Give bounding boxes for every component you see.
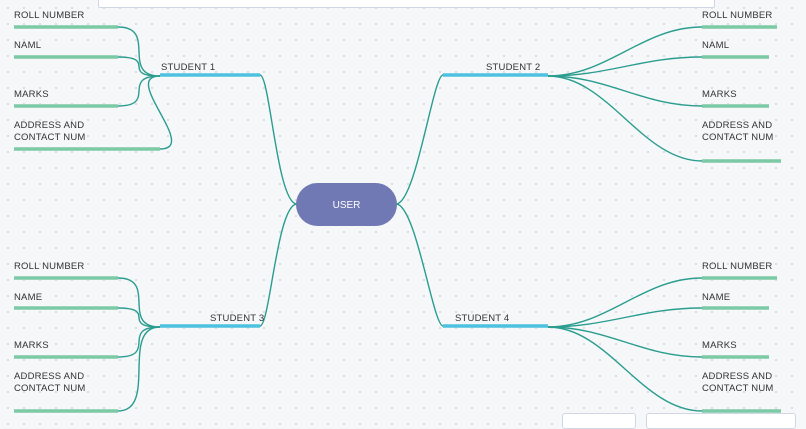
leaf-connector [547, 26, 703, 77]
leaf-connector [547, 75, 703, 107]
leaf-connector [547, 277, 703, 328]
leaf-connector [117, 75, 161, 107]
leaf-connector [547, 326, 703, 412]
leaf-connector [147, 75, 173, 150]
leaf-label[interactable]: NAME [14, 292, 42, 303]
branch-label[interactable]: STUDENT 2 [486, 62, 540, 73]
leaf-label[interactable]: ROLL NUMBER [14, 261, 84, 272]
connectors [117, 26, 703, 412]
leaf-connector [547, 56, 703, 77]
leaf-connector [547, 75, 703, 162]
leaf-label[interactable]: MARKS [702, 340, 737, 351]
root-node-shape[interactable] [296, 183, 397, 226]
leaf-label[interactable]: ROLL NUMBER [14, 10, 84, 21]
leaf-label[interactable]: ROLL NUMBER [702, 261, 772, 272]
view-controls[interactable] [646, 413, 796, 429]
leaf-label[interactable]: ROLL NUMBER [702, 10, 772, 21]
branch-label[interactable]: STUDENT 4 [455, 313, 509, 324]
leaf-label[interactable]: MARKS [14, 89, 49, 100]
branch-connector [259, 203, 298, 327]
branch-label[interactable]: STUDENT 1 [161, 62, 215, 73]
leaf-label[interactable]: NAML [14, 40, 41, 51]
leaf-connector [117, 56, 161, 77]
leaf-connector [547, 326, 703, 358]
top-toolbar [98, 0, 715, 8]
branch-label[interactable]: STUDENT 3 [210, 313, 264, 324]
leaf-connector [117, 26, 161, 77]
root-node-label: USER [333, 200, 361, 211]
mind-map: STUDENT 1 ROLL NUMBER NAML MARKS ADDRESS AND… [14, 10, 781, 413]
leaf-connector [117, 307, 161, 328]
branch-connector [395, 203, 444, 327]
root-node[interactable]: USER [296, 183, 397, 226]
branch-connector [259, 74, 298, 205]
zoom-controls[interactable] [562, 413, 636, 429]
leaf-label[interactable]: NAML [702, 40, 729, 51]
leaf-connector [117, 326, 161, 412]
labels: STUDENT 1 ROLL NUMBER NAML MARKS ADDRESS AND… [14, 10, 774, 394]
leaf-connector [547, 307, 703, 328]
branch-connector [395, 74, 444, 205]
underlines [14, 25, 781, 413]
leaf-connector [117, 277, 161, 328]
leaf-label[interactable]: MARKS [14, 340, 49, 351]
leaf-label[interactable]: NAME [702, 292, 730, 303]
leaf-label[interactable]: MARKS [702, 89, 737, 100]
leaf-connector [117, 326, 161, 358]
